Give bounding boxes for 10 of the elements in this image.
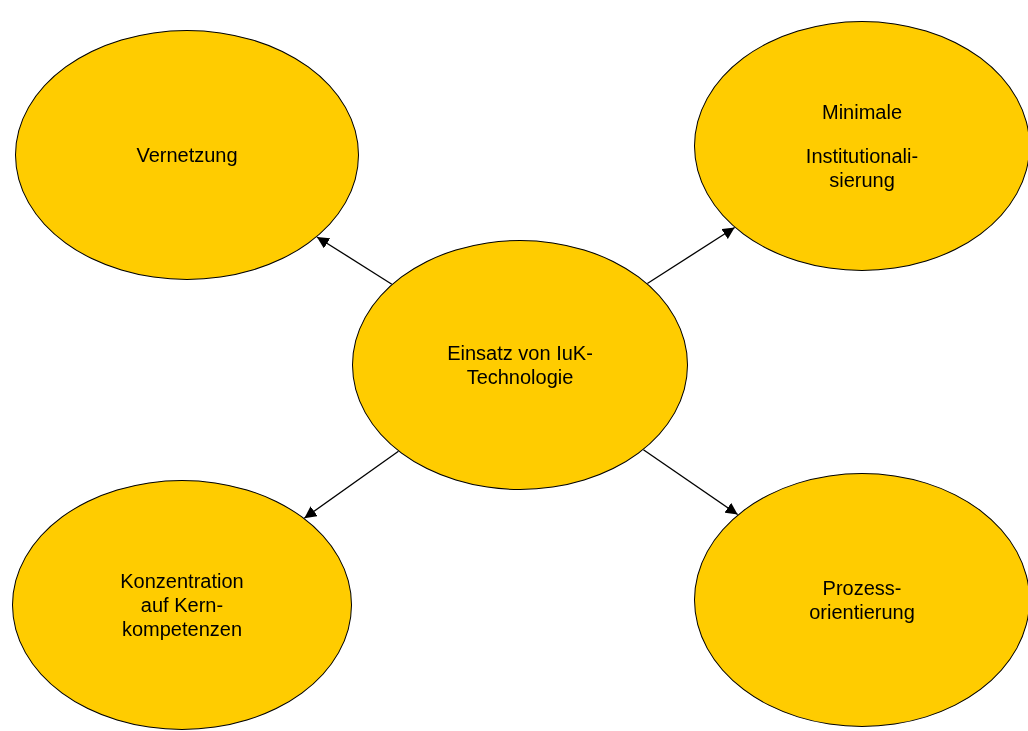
node-label: Einsatz von IuK- Technologie bbox=[446, 341, 594, 389]
arrow bbox=[316, 236, 393, 285]
arrow bbox=[646, 226, 736, 285]
node-label: Minimale bbox=[821, 100, 903, 124]
node-label: Prozess- orientierung bbox=[808, 576, 916, 624]
arrow bbox=[303, 450, 400, 519]
node-label: Vernetzung bbox=[135, 143, 239, 167]
node-label: Konzentration auf Kern- kompetenzen bbox=[119, 569, 245, 641]
node-label: Institutionali- sierung bbox=[804, 144, 920, 192]
arrow bbox=[642, 449, 739, 516]
